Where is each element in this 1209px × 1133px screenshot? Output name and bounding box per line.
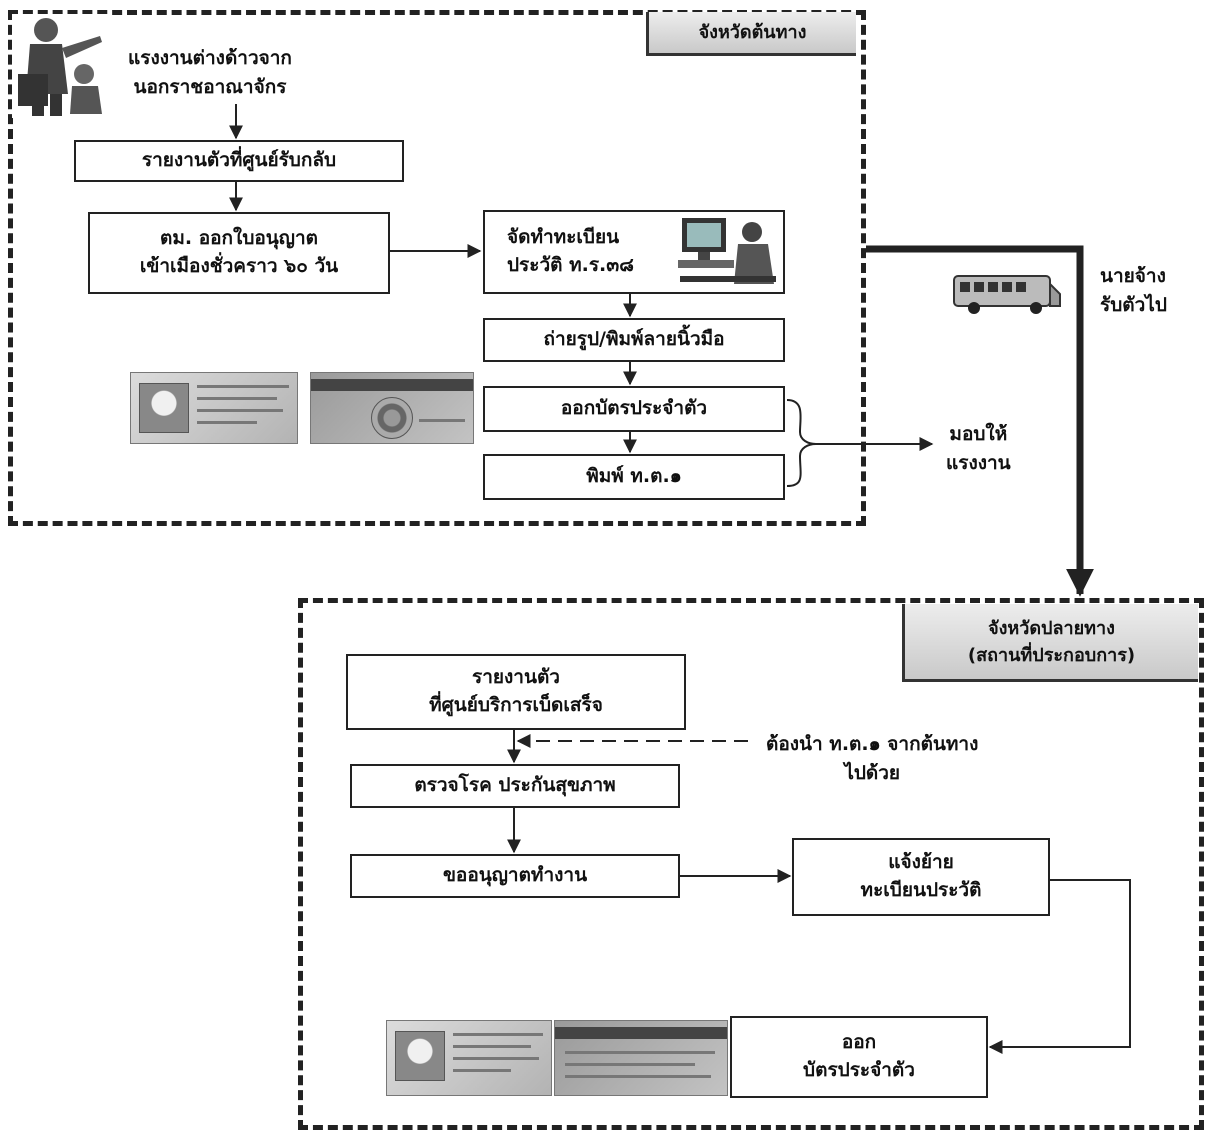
destination-id-card-back-image (554, 1020, 728, 1096)
give-to-worker-line1: มอบให้ (949, 423, 1008, 445)
employer-line2: รับตัวไป (1100, 293, 1167, 316)
bring-tt1-note: ต้องนำ ท.ต.๑ จากต้นทาง ไปด้วย (766, 730, 978, 787)
issue-id-card-destination-line2: บัตรประจำตัว (803, 1059, 915, 1081)
origin-province-label: จังหวัดต้นทาง (646, 12, 856, 56)
bracket-to-worker (786, 399, 817, 487)
registration-line2: ประวัติ ท.ร.๓๘ (507, 254, 634, 276)
print-tt1-box: พิมพ์ ท.ต.๑ (483, 454, 785, 500)
origin-province-label-text: จังหวัดต้นทาง (698, 22, 807, 43)
id-card-back-image (310, 372, 474, 444)
give-to-worker-line2: แรงงาน (946, 451, 1011, 474)
issue-id-card-destination-box: ออก บัตรประจำตัว (730, 1016, 988, 1098)
photo-fingerprint-box: ถ่ายรูป/พิมพ์ลายนิ้วมือ (483, 318, 785, 362)
card-seal (371, 397, 413, 439)
issue-id-card-text: ออกบัตรประจำตัว (560, 397, 708, 420)
destination-card-photo (395, 1031, 445, 1081)
immigration-permit-line2: เข้าเมืองชั่วคราว ๖๐ วัน (139, 255, 339, 277)
arrow-transfer-to-card (988, 879, 1131, 1054)
work-permit-text: ขออนุญาตทำงาน (442, 864, 588, 887)
transfer-registration-line2: ทะเบียนประวัติ (860, 879, 982, 901)
transfer-registration-line1: แจ้งย้าย (888, 851, 954, 874)
report-at-return-center-box: รายงานตัวที่ศูนย์รับกลับ (74, 140, 404, 182)
report-at-return-center-text: รายงานตัวที่ศูนย์รับกลับ (141, 149, 337, 172)
photo-fingerprint-text: ถ่ายรูป/พิมพ์ลายนิ้วมือ (543, 328, 725, 351)
employer-transport-arrow (866, 245, 1094, 597)
employer-line1: นายจ้าง (1100, 265, 1166, 287)
destination-province-region (298, 598, 1204, 1130)
transfer-registration-box: แจ้งย้าย ทะเบียนประวัติ (792, 838, 1050, 916)
report-one-stop-line1: รายงานตัว (472, 666, 560, 689)
destination-province-label: จังหวัดปลายทาง (สถานที่ประกอบการ) (902, 604, 1198, 682)
bring-tt1-note-line2: ไปด้วย (844, 761, 901, 784)
destination-label-line2: (สถานที่ประกอบการ) (967, 644, 1136, 666)
health-check-insurance-box: ตรวจโรค ประกันสุขภาพ (350, 764, 680, 808)
migrant-worker-icon (12, 14, 112, 118)
give-to-worker-text: มอบให้ แรงงาน (946, 420, 1011, 477)
print-tt1-text: พิมพ์ ท.ต.๑ (586, 465, 682, 488)
registration-line1: จัดทำทะเบียน (507, 226, 620, 249)
work-permit-box: ขออนุญาตทำงาน (350, 854, 680, 898)
issue-id-card-box: ออกบัตรประจำตัว (483, 386, 785, 432)
id-card-front-image (130, 372, 298, 444)
worker-origin-text: แรงงานต่างด้าวจาก นอกราชอาณาจักร (128, 44, 292, 101)
destination-id-card-front-image (386, 1020, 552, 1096)
immigration-permit-box: ตม. ออกใบอนุญาต เข้าเมืองชั่วคราว ๖๐ วัน (88, 212, 390, 294)
card-photo (139, 383, 189, 433)
report-one-stop-center-box: รายงานตัว ที่ศูนย์บริการเบ็ดเสร็จ (346, 654, 686, 730)
computer-user-icon (678, 218, 776, 284)
worker-origin-text-line1: แรงงานต่างด้าวจาก (128, 47, 292, 69)
issue-id-card-destination-line1: ออก (841, 1031, 877, 1054)
report-one-stop-line2: ที่ศูนย์บริการเบ็ดเสร็จ (429, 694, 603, 716)
bring-tt1-note-line1: ต้องนำ ท.ต.๑ จากต้นทาง (766, 733, 979, 755)
destination-label-line1: จังหวัดปลายทาง (988, 617, 1115, 639)
health-check-insurance-text: ตรวจโรค ประกันสุขภาพ (414, 774, 616, 797)
origin-province-region (8, 10, 866, 526)
employer-picks-up-text: นายจ้าง รับตัวไป (1100, 262, 1167, 319)
immigration-permit-line1: ตม. ออกใบอนุญาต (160, 227, 318, 250)
bus-icon (953, 275, 1061, 314)
worker-origin-text-line2: นอกราชอาณาจักร (133, 75, 287, 98)
